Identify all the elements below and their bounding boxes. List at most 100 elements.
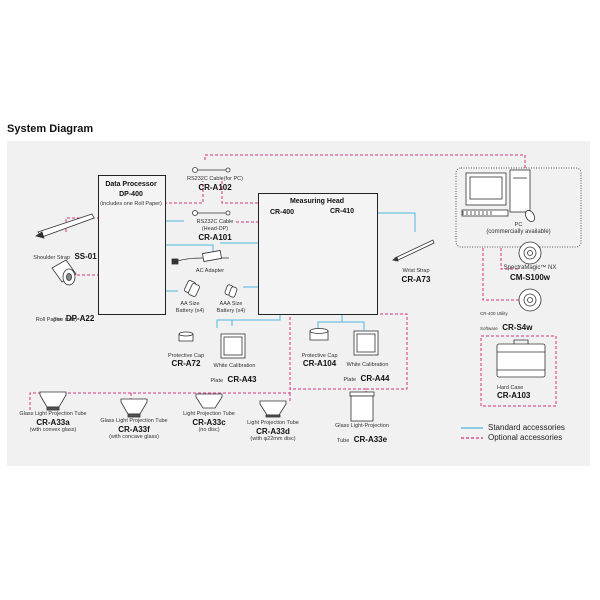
protective-cap-a104-icon: [309, 328, 329, 341]
plate-a44-label: White Calibration: [346, 362, 389, 368]
optional-line: [482, 248, 519, 301]
tube-a33c-code: CR-A33c: [192, 418, 226, 427]
tube-a33d-icon: [259, 400, 287, 418]
data-processor-model: DP-400: [119, 191, 143, 198]
tube-a33d-note: (with φ22mm disc): [250, 436, 296, 442]
shoulder-strap-caption: Shoulder Strap SS-01: [30, 246, 100, 264]
wrist-strap-label: Wrist Strap: [402, 268, 430, 274]
wrist-strap-code: CR-A73: [401, 275, 431, 284]
utility-caption: Software CR-S4w: [480, 317, 550, 335]
cap-a104-label: Protective Cap: [301, 353, 338, 359]
optional-line: [500, 248, 519, 270]
hard-case-icon: [496, 339, 546, 378]
tube-a33e-caption: Tube CR-A33e: [327, 429, 397, 447]
tube-a33a-code: CR-A33a: [36, 418, 70, 427]
pc-label: PC: [514, 222, 523, 228]
tube-a33e-code: CR-A33e: [353, 435, 388, 444]
optional-line: [204, 154, 526, 168]
tube-a33c-label: Light Projection Tube: [183, 411, 235, 417]
pc-boundary: [455, 167, 582, 248]
pc-icon: [461, 169, 535, 222]
aaa-battery-sublabel: Battery (x4): [216, 308, 246, 314]
optional-line: [164, 181, 204, 204]
rs232c-cable-pc-icon: [192, 167, 231, 173]
aaa-battery-icon: [224, 284, 238, 298]
white-calibration-plate-a43-icon: [220, 333, 246, 359]
cap-a72-code: CR-A72: [171, 359, 201, 368]
rs232c-head-sublabel: (Head-DP): [201, 226, 229, 232]
tube-a33c-icon: [195, 393, 223, 409]
aa-battery-icon: [184, 280, 200, 297]
tube-a33a-note: (with convex glass): [29, 427, 77, 433]
roll-paper-note: (five rolls): [53, 317, 77, 323]
ac-adapter-icon: [171, 250, 229, 265]
measuring-head-model-cr400: CR-400: [269, 209, 295, 216]
roll-paper-icon: [51, 259, 77, 286]
legend-optional-label: Optional accessories: [488, 433, 563, 442]
spectramagic-label: SpectraMagic™ NX: [503, 265, 557, 271]
cap-a72-label: Protective Cap: [167, 353, 205, 359]
spectramagic-cd-icon: [518, 241, 542, 265]
plate-a44-sublabel: Plate: [343, 377, 357, 383]
measuring-head-title: Measuring Head: [289, 198, 345, 205]
tube-a33e-label: Glass Light-Projection: [335, 423, 389, 429]
standard-line: [317, 314, 365, 330]
data-processor-title: Data Processor: [105, 181, 157, 188]
measuring-head-model-cr410: CR-410: [329, 208, 355, 215]
tube-a33f-label: Glass Light Projection Tube: [100, 418, 168, 424]
data-processor-note: (includes one Roll Paper): [100, 201, 162, 207]
plate-a44-code: CR-A44: [360, 374, 390, 383]
aa-battery-sublabel: Battery (x4): [175, 308, 205, 314]
plate-a43-caption: Plate CR-A43: [206, 369, 261, 387]
rs232c-pc-code: CR-A102: [198, 183, 232, 192]
plate-a43-sublabel: Plate: [210, 378, 224, 384]
shoulder-strap-icon: [35, 213, 95, 239]
shoulder-strap-code: SS-01: [74, 252, 97, 261]
tube-a33f-icon: [120, 398, 148, 418]
utility-label: CR-400 Utility: [480, 311, 508, 316]
optional-line: [29, 312, 291, 410]
pc-sublabel: (commercially available): [486, 229, 551, 235]
tube-a33f-note: (with concave glass): [109, 434, 159, 440]
hard-case-label: Hard Case: [497, 385, 524, 391]
hard-case-boundary: [480, 335, 557, 407]
utility-cd-icon: [518, 288, 542, 312]
hard-case-code: CR-A103: [497, 391, 531, 400]
standard-line: [376, 212, 416, 232]
data-processor-box: [98, 175, 166, 315]
utility-code: CR-S4w: [502, 323, 533, 332]
tube-a33c-note: (no disc): [198, 427, 220, 433]
tube-a33d-code: CR-A33d: [256, 427, 290, 436]
wrist-strap-icon: [392, 239, 435, 262]
roll-paper-label: Roll Paper: [35, 317, 62, 323]
tube-a33f-code: CR-A33f: [118, 425, 150, 434]
plate-a43-code: CR-A43: [227, 375, 257, 384]
rs232c-head-label: RS232C Cable: [196, 219, 234, 225]
tube-a33a-icon: [39, 391, 67, 411]
shoulder-strap-label: Shoulder Strap: [33, 255, 70, 261]
spectramagic-code: CM-S100w: [509, 273, 550, 282]
ac-adapter-label: AC Adapter: [195, 268, 225, 274]
rs232c-head-code: CR-A101: [198, 233, 232, 242]
cap-a104-code: CR-A104: [302, 359, 337, 368]
protective-cap-a72-icon: [178, 331, 194, 342]
rs232c-pc-label: RS232C Cable(for PC): [187, 176, 243, 182]
white-calibration-plate-a44-icon: [353, 330, 379, 356]
utility-sublabel: Software: [480, 326, 498, 331]
measuring-head-box: [258, 193, 378, 315]
tube-a33e-sublabel: Tube: [336, 438, 350, 444]
tube-a33d-label: Light Projection Tube: [247, 420, 299, 426]
standard-line: [216, 312, 281, 328]
roll-paper-code: DP-A22: [65, 314, 95, 323]
tube-a33a-label: Glass Light Projection Tube: [19, 411, 87, 417]
rs232c-cable-head-icon: [192, 210, 231, 216]
aa-battery-label: AA Size: [180, 301, 200, 307]
aaa-battery-label: AAA Size: [219, 301, 243, 307]
plate-a44-caption: Plate CR-A44: [339, 368, 394, 386]
plate-a43-label: White Calibration: [213, 363, 256, 369]
tube-a33e-icon: [349, 391, 375, 422]
legend-standard-label: Standard accessories: [488, 423, 565, 432]
optional-line: [221, 181, 258, 204]
page-title: System Diagram: [7, 123, 94, 135]
roll-paper-caption: Roll Paper DP-A22: [30, 308, 100, 326]
